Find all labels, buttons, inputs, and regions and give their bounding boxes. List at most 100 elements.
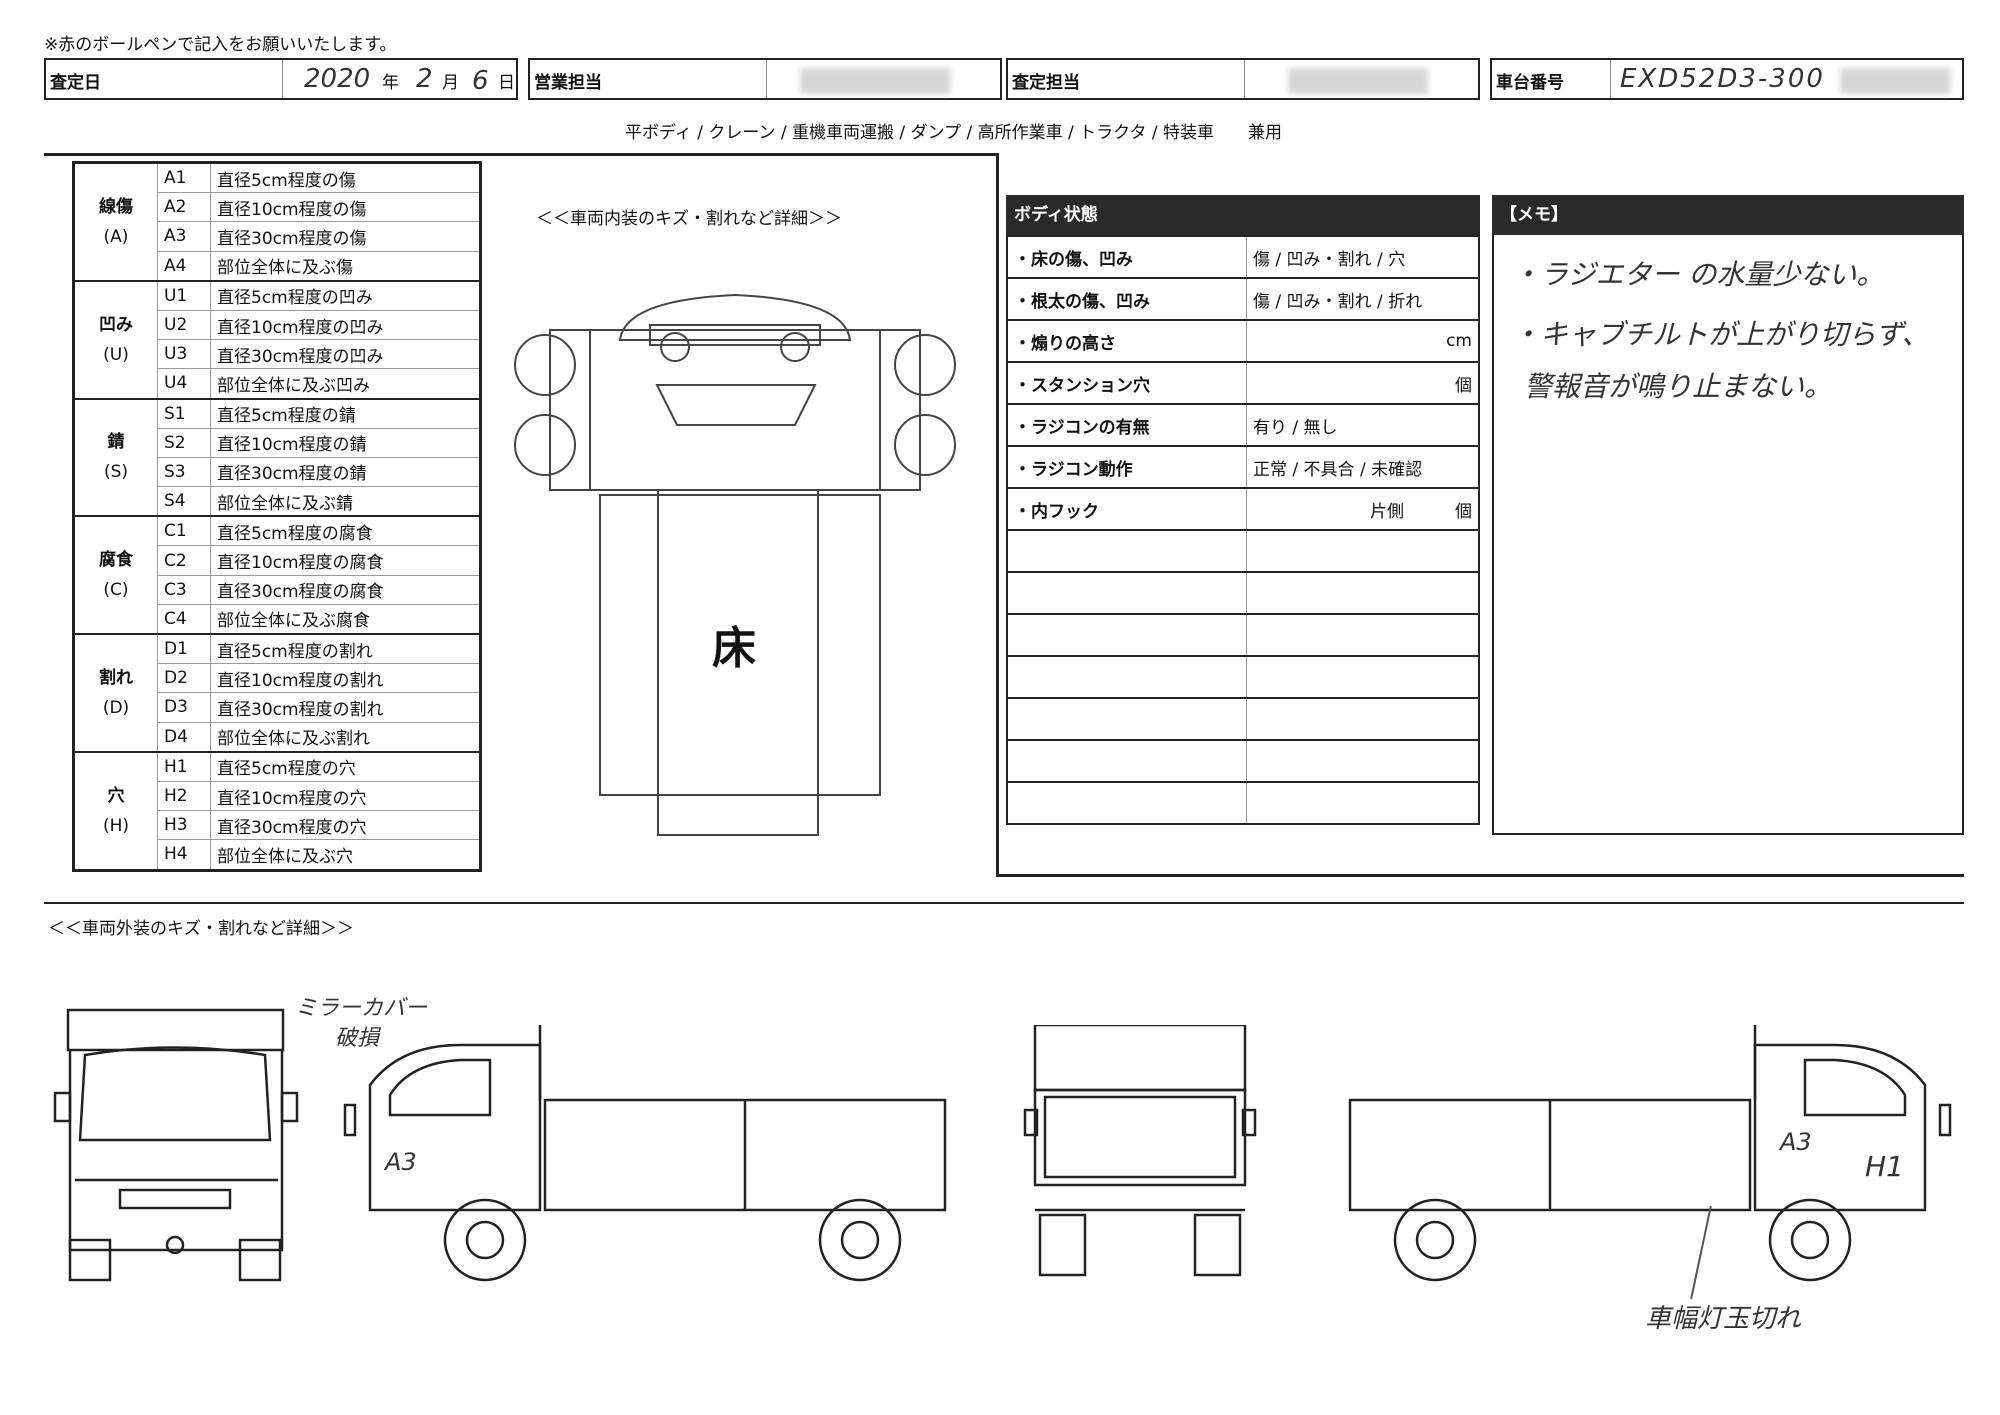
legend-description: 直径5cm程度の割れ xyxy=(210,633,481,665)
legend-code: S1 xyxy=(157,397,211,429)
chassis-label: 車台番号 xyxy=(1496,73,1564,93)
body-state-value[interactable] xyxy=(1246,572,1479,615)
body-state-label xyxy=(1007,530,1247,573)
legend-code: A2 xyxy=(157,192,211,223)
legend-description: 部位全体に及ぶ腐食 xyxy=(210,604,481,635)
body-state-row[interactable]: ・内フック片側 個 xyxy=(1007,488,1479,531)
memo-box[interactable]: ・ラジエター の水量少ない。 ・キャブチルトが上がり切らず、 警報音が鳴り止まな… xyxy=(1492,235,1964,835)
date-year[interactable]: 2020 xyxy=(304,64,371,94)
legend-description: 直径30cm程度の穴 xyxy=(210,810,481,841)
legend-description: 直径30cm程度の錆 xyxy=(210,457,481,488)
date-day[interactable]: 6 xyxy=(472,66,489,96)
body-state-value[interactable] xyxy=(1246,698,1479,741)
legend-code: D4 xyxy=(157,722,211,753)
memo-line: ・ラジエター の水量少ない。 xyxy=(1512,258,1885,291)
legend-category-code: (S) xyxy=(103,462,129,483)
legend-category-name: 線傷 xyxy=(99,196,133,217)
legend-description: 直径30cm程度の傷 xyxy=(210,221,481,252)
body-state-value[interactable] xyxy=(1246,782,1479,825)
legend-code: D3 xyxy=(157,692,211,723)
body-state-row[interactable] xyxy=(1007,530,1479,573)
body-state-row[interactable] xyxy=(1007,656,1479,699)
legend-code: S2 xyxy=(157,428,211,458)
body-state-table: ・床の傷、凹み傷 / 凹み・割れ / 穴・根太の傷、凹み傷 / 凹み・割れ / … xyxy=(1006,235,1480,825)
truck-right-side-view xyxy=(1348,1025,1952,1282)
body-state-value[interactable]: 傷 / 凹み・割れ / 折れ xyxy=(1246,278,1479,321)
redacted-name xyxy=(800,68,950,94)
body-state-value[interactable]: 傷 / 凹み・割れ / 穴 xyxy=(1246,236,1479,279)
body-state-row[interactable]: ・根太の傷、凹み傷 / 凹み・割れ / 折れ xyxy=(1007,278,1479,321)
legend-code: C1 xyxy=(157,515,211,547)
legend-code: U1 xyxy=(157,279,211,311)
legend-code: H4 xyxy=(157,839,211,871)
legend-code: A3 xyxy=(157,221,211,252)
body-state-row[interactable]: ・床の傷、凹み傷 / 凹み・割れ / 穴 xyxy=(1007,236,1479,279)
assess-date-label: 査定日 xyxy=(50,73,101,93)
legend-category-code: (U) xyxy=(103,344,129,365)
body-state-label: ・ラジコン動作 xyxy=(1007,446,1247,489)
legend-code: S3 xyxy=(157,457,211,488)
legend-code: A4 xyxy=(157,251,211,282)
section-divider xyxy=(996,153,999,876)
body-state-row[interactable] xyxy=(1007,572,1479,615)
annotation-a3-right: A3 xyxy=(1780,1128,1812,1156)
legend-category-code: (H) xyxy=(102,815,130,836)
body-state-row[interactable]: ・ラジコン動作正常 / 不具合 / 未確認 xyxy=(1007,446,1479,489)
body-state-value[interactable]: 正常 / 不具合 / 未確認 xyxy=(1246,446,1479,489)
body-state-value[interactable]: cm xyxy=(1246,320,1479,363)
date-month[interactable]: 2 xyxy=(416,64,433,94)
legend-description: 部位全体に及ぶ錆 xyxy=(210,486,481,517)
body-state-value[interactable] xyxy=(1246,656,1479,699)
exterior-title: ＜＜車両外装のキズ・割れなど詳細＞＞ xyxy=(48,919,354,939)
section-divider xyxy=(44,902,1964,904)
body-state-row[interactable] xyxy=(1007,782,1479,825)
legend-description: 直径10cm程度の傷 xyxy=(210,192,481,223)
annotation-mirror-damaged: 破損 xyxy=(335,1026,380,1051)
section-divider xyxy=(996,874,1964,877)
body-state-row[interactable] xyxy=(1007,614,1479,657)
legend-description: 直径30cm程度の凹み xyxy=(210,339,481,370)
sales-label: 営業担当 xyxy=(534,73,602,93)
legend-code: S4 xyxy=(157,486,211,517)
annotation-h1: H1 xyxy=(1865,1150,1904,1183)
body-state-row[interactable] xyxy=(1007,740,1479,783)
legend-description: 直径5cm程度の傷 xyxy=(210,162,481,194)
legend-description: 部位全体に及ぶ割れ xyxy=(210,722,481,753)
body-state-value[interactable] xyxy=(1246,614,1479,657)
legend-code: U3 xyxy=(157,339,211,370)
body-state-row[interactable]: ・スタンション穴個 xyxy=(1007,362,1479,405)
legend-category-name: 凹み xyxy=(99,314,133,335)
body-state-value[interactable]: 片側 個 xyxy=(1246,488,1479,531)
body-type-options: 平ボディ / クレーン / 重機車両運搬 / ダンプ / 高所作業車 / トラク… xyxy=(625,123,1282,143)
body-state-row[interactable] xyxy=(1007,698,1479,741)
legend-code: H2 xyxy=(157,781,211,812)
body-state-value[interactable]: 個 xyxy=(1246,362,1479,405)
body-state-value[interactable] xyxy=(1246,530,1479,573)
legend-category: 割れ(D) xyxy=(73,633,158,753)
body-state-value[interactable]: 有り / 無し xyxy=(1246,404,1479,447)
truck-rear-view xyxy=(1023,1025,1257,1277)
legend-code: A1 xyxy=(157,162,211,194)
body-state-row[interactable]: ・ラジコンの有無有り / 無し xyxy=(1007,404,1479,447)
legend-category-code: (A) xyxy=(103,226,129,247)
legend-description: 直径30cm程度の割れ xyxy=(210,692,481,723)
legend-category: 凹み (U) xyxy=(73,279,158,399)
legend-category: 錆(S) xyxy=(73,397,158,517)
chassis-value[interactable]: EXD52D3-300 xyxy=(1620,64,1825,94)
legend-category-name: 腐食 xyxy=(99,550,133,571)
legend-description: 直径10cm程度の穴 xyxy=(210,781,481,812)
body-state-label: ・煽りの高さ xyxy=(1007,320,1247,363)
body-state-value[interactable] xyxy=(1246,740,1479,783)
